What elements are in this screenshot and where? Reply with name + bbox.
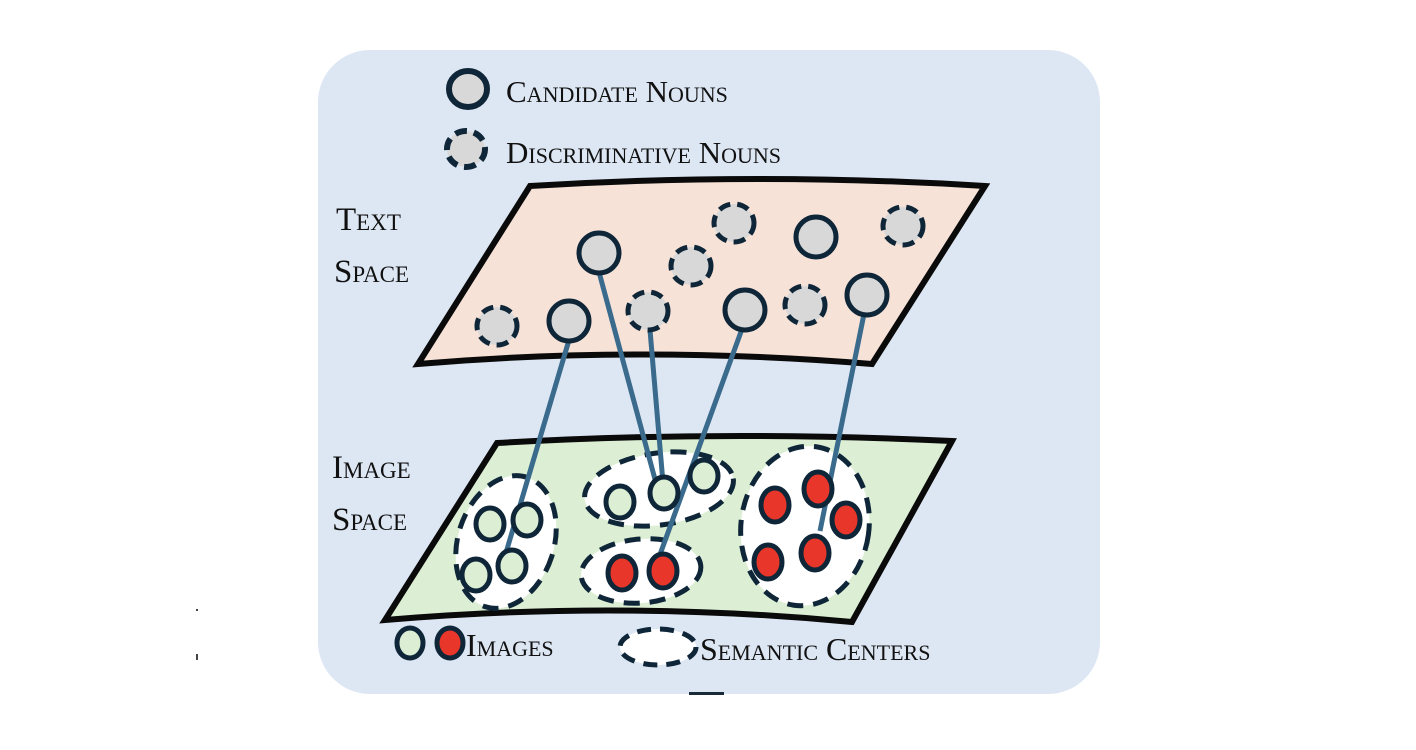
discriminative-noun xyxy=(782,283,828,327)
text-space-label-line1: Text xyxy=(336,202,401,238)
image-node-green xyxy=(473,505,507,543)
image-node-green xyxy=(459,556,493,594)
discriminative-noun xyxy=(474,304,520,348)
image-space-label-line1: Image xyxy=(332,450,411,486)
legend-candidate-nouns: Candidate Nouns xyxy=(446,68,728,110)
red-image-icon xyxy=(434,625,466,661)
green-image-icon xyxy=(394,625,426,661)
legend-semantic-centers: Semantic Centers xyxy=(617,626,930,668)
image-node-red xyxy=(801,469,835,509)
discriminative-noun-icon xyxy=(444,128,488,170)
legend-discriminative-nouns: Discriminative Nouns xyxy=(444,128,781,170)
candidate-noun-icon xyxy=(446,68,490,110)
image-node-red xyxy=(758,485,792,525)
candidate-noun xyxy=(793,214,839,260)
candidate-noun xyxy=(722,287,768,333)
link-line xyxy=(647,329,666,484)
bottom-mark xyxy=(689,692,724,695)
image-node-green xyxy=(495,547,529,585)
image-node-green xyxy=(687,457,721,495)
discriminative-noun xyxy=(711,201,757,245)
text-space-label-line2: Space xyxy=(334,254,409,290)
semantic-center-icon xyxy=(617,626,699,668)
discriminative-noun xyxy=(668,244,714,288)
stray-mark xyxy=(196,609,198,611)
image-node-red xyxy=(751,542,785,582)
image-node-red xyxy=(829,500,863,540)
candidate-noun xyxy=(576,230,622,276)
discriminative-noun xyxy=(625,289,671,333)
link-line xyxy=(596,271,659,484)
image-node-red xyxy=(605,553,639,593)
candidate-noun xyxy=(546,298,592,344)
image-node-red xyxy=(798,533,832,573)
image-space-label-line2: Space xyxy=(332,502,407,538)
discriminative-noun xyxy=(880,204,926,248)
stray-mark xyxy=(196,654,198,660)
image-node-red xyxy=(646,551,680,591)
image-node-green xyxy=(647,474,681,512)
image-node-green xyxy=(603,483,637,521)
legend-candidate-label: Candidate Nouns xyxy=(506,74,728,109)
legend-semantic-centers-label: Semantic Centers xyxy=(700,631,930,667)
link-line xyxy=(655,328,745,561)
candidate-noun xyxy=(844,272,890,318)
legend-discriminative-label: Discriminative Nouns xyxy=(506,135,781,170)
legend-images: Images xyxy=(394,625,554,663)
legend-images-label: Images xyxy=(466,627,554,663)
image-node-green xyxy=(510,501,544,539)
